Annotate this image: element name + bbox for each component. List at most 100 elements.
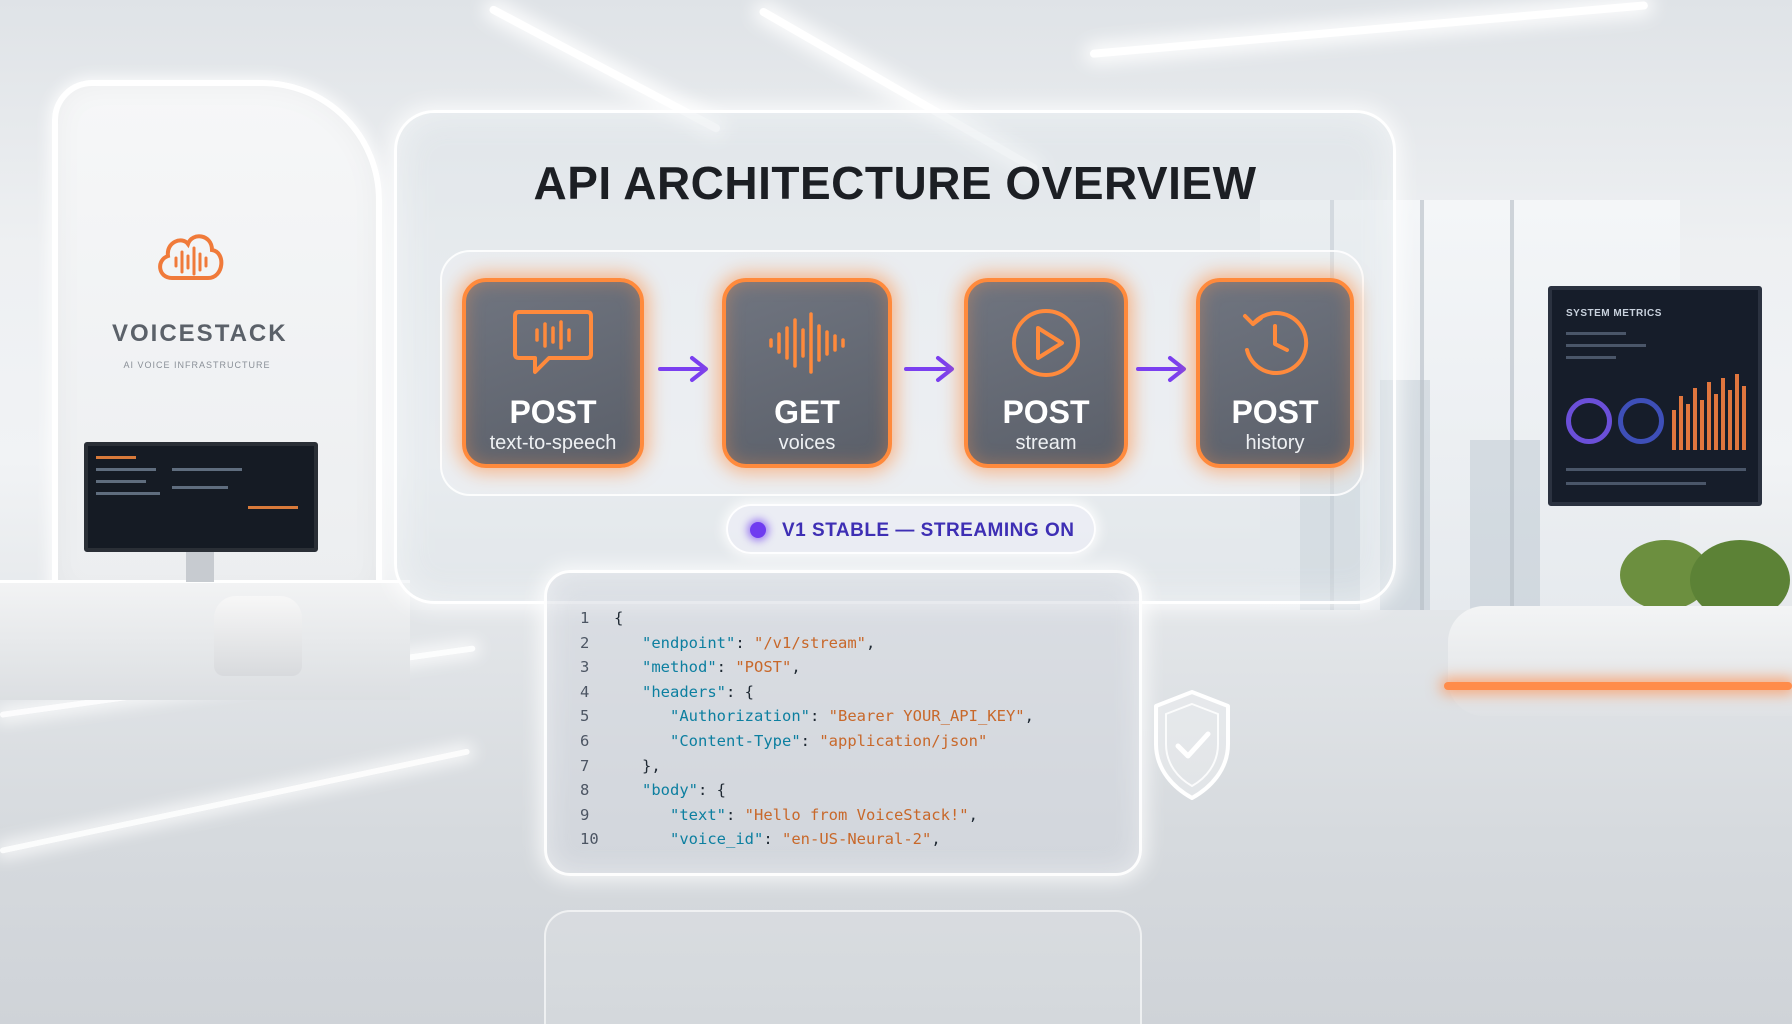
code-separator: : [800, 731, 820, 750]
monitor-line [96, 468, 156, 471]
cloud-waveform-icon [158, 234, 224, 280]
code-indent [614, 806, 670, 824]
monitor-line [172, 486, 228, 489]
tv-title: SYSTEM METRICS [1566, 308, 1662, 319]
tv-line [1566, 332, 1626, 335]
brand-tagline: AI VOICE INFRASTRUCTURE [123, 360, 271, 370]
endpoint-path: text-to-speech [489, 432, 617, 454]
code-separator: : [726, 805, 745, 824]
code-separator: : [763, 830, 782, 849]
code-key: "Authorization" [670, 707, 810, 726]
code-value: "Hello from VoiceStack!" [744, 805, 969, 824]
code-indent [614, 781, 642, 799]
code-line: 9 "text": "Hello from VoiceStack!", [580, 803, 1034, 828]
code-value: "/v1/stream" [754, 633, 866, 652]
tv-line [1566, 344, 1646, 347]
code-indent [614, 634, 642, 652]
window-mullion [1420, 200, 1424, 620]
code-sample-panel [544, 570, 1142, 876]
code-line: 3 "method": "POST", [580, 655, 1034, 680]
code-block: 1{2 "endpoint": "/v1/stream",3 "method":… [580, 606, 1034, 852]
waveform-icon [769, 312, 845, 374]
endpoint-card-text-to-speech[interactable]: POST text-to-speech [462, 278, 644, 468]
code-value: "application/json" [819, 731, 988, 750]
chair [214, 596, 302, 676]
code-separator: : { [698, 781, 726, 800]
line-number: 9 [580, 805, 590, 824]
monitor-line [96, 492, 160, 495]
code-line: 5 "Authorization": "Bearer YOUR_API_KEY"… [580, 704, 1034, 729]
line-number: 1 [580, 609, 590, 627]
desk [0, 580, 410, 700]
endpoint-method: POST [1231, 394, 1319, 430]
code-punctuation: , [865, 633, 876, 652]
code-line: 10 "voice_id": "en-US-Neural-2", [580, 827, 1034, 852]
code-line: 1{ [580, 606, 1034, 631]
code-indent [614, 757, 642, 775]
code-key: "Content-Type" [670, 731, 801, 750]
tv-gauge [1618, 398, 1664, 444]
reception-counter [1448, 606, 1792, 716]
code-key: "text" [670, 805, 726, 824]
code-separator: : [809, 707, 829, 726]
code-key: "voice_id" [670, 830, 764, 849]
endpoint-method: GET [774, 394, 840, 430]
play-circle-icon [1012, 309, 1080, 377]
speech-bubble-waveform-icon [513, 310, 593, 374]
code-separator: : [735, 633, 754, 652]
code-value: "POST" [735, 658, 792, 677]
endpoint-method: POST [1002, 394, 1090, 430]
code-line: 7 }, [580, 754, 1034, 779]
code-punctuation: , [931, 830, 941, 849]
tv-gauge [1566, 398, 1612, 444]
line-number: 5 [580, 707, 590, 726]
code-punctuation: , [968, 805, 978, 824]
code-key: "method" [642, 658, 717, 677]
endpoint-card-voices[interactable]: GET voices [722, 278, 892, 468]
brand-name: VOICESTACK [112, 320, 288, 347]
code-indent [614, 707, 670, 725]
code-separator: : { [726, 682, 754, 701]
shield-check-icon [1154, 690, 1230, 800]
line-number: 3 [580, 658, 590, 677]
monitor-line [96, 456, 136, 459]
arrow-right-icon [658, 356, 708, 382]
line-number: 10 [580, 830, 599, 849]
line-number: 6 [580, 731, 590, 750]
endpoint-method: POST [509, 394, 597, 430]
status-indicator-dot [750, 522, 766, 538]
code-punctuation: , [1024, 707, 1034, 726]
arrow-right-icon [1136, 356, 1186, 382]
code-line: 4 "headers": { [580, 680, 1034, 705]
tv-line [1566, 482, 1706, 485]
code-value: "Bearer YOUR_API_KEY" [828, 707, 1025, 726]
code-separator: { [614, 609, 624, 627]
code-punctuation: , [791, 658, 801, 677]
code-key: "endpoint" [642, 633, 736, 652]
endpoint-card-history[interactable]: POST history [1196, 278, 1354, 468]
code-line: 8 "body": { [580, 778, 1034, 803]
code-value: "en-US-Neural-2" [782, 830, 932, 849]
line-number: 2 [580, 633, 590, 652]
monitor-line [96, 480, 146, 483]
window-mullion [1510, 200, 1514, 620]
endpoint-card-stream[interactable]: POST stream [964, 278, 1128, 468]
tv-bar-chart [1672, 374, 1746, 450]
metrics-tv: SYSTEM METRICS [1548, 286, 1762, 506]
endpoint-path: stream [1015, 432, 1077, 454]
counter-light [1444, 682, 1792, 690]
monitor-line [172, 468, 242, 471]
code-key: "body" [642, 781, 698, 800]
code-indent [614, 683, 642, 701]
line-number: 4 [580, 682, 590, 701]
code-separator: : [716, 658, 736, 677]
endpoint-path: voices [778, 432, 836, 454]
city-tower [1470, 440, 1540, 620]
desk-monitor [84, 442, 318, 552]
line-number: 7 [580, 756, 590, 775]
page-title: API ARCHITECTURE OVERVIEW [533, 157, 1257, 209]
status-text: V1 STABLE — STREAMING ON [782, 520, 1075, 541]
code-indent [614, 830, 670, 848]
endpoint-path: history [1245, 432, 1305, 454]
arrow-right-icon [904, 356, 954, 382]
